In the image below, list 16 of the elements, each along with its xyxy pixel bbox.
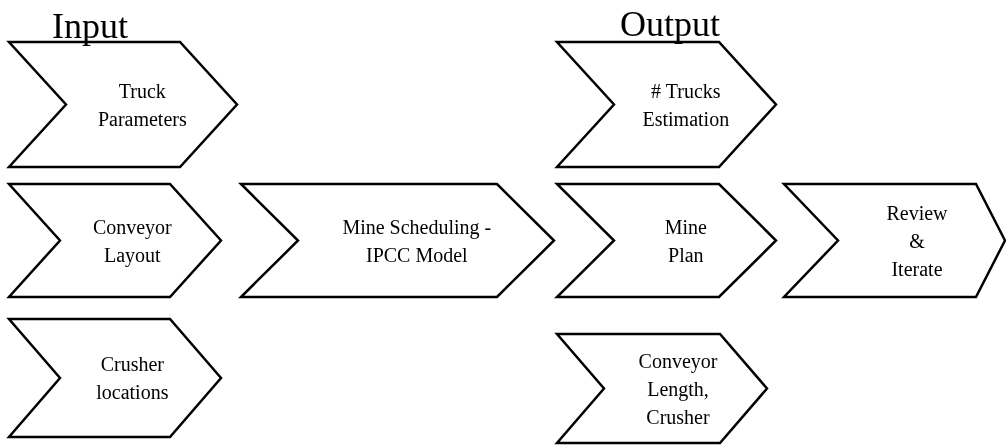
step-label: Mine Scheduling - IPCC Model: [341, 214, 492, 268]
column-heading: Input: [52, 6, 128, 46]
process-step-shape: [8, 183, 222, 298]
process-step-shape: [240, 183, 555, 298]
step-label: Conveyor Layout: [91, 214, 173, 269]
step-label: Review & Iterate: [885, 200, 949, 282]
process-step-shape: [783, 183, 1006, 298]
step-label: Mine Plan: [663, 214, 708, 268]
step-label: # Trucks Estimation: [641, 78, 731, 132]
process-step-shape: [556, 333, 768, 444]
step-label: Conveyor Length, Crusher: [637, 348, 719, 430]
step-label: Truck Parameters: [96, 78, 188, 132]
column-heading: Output: [620, 4, 720, 44]
process-step-shape: [556, 183, 777, 298]
step-label: Crusher locations: [95, 352, 170, 405]
process-step-shape: [8, 318, 222, 438]
